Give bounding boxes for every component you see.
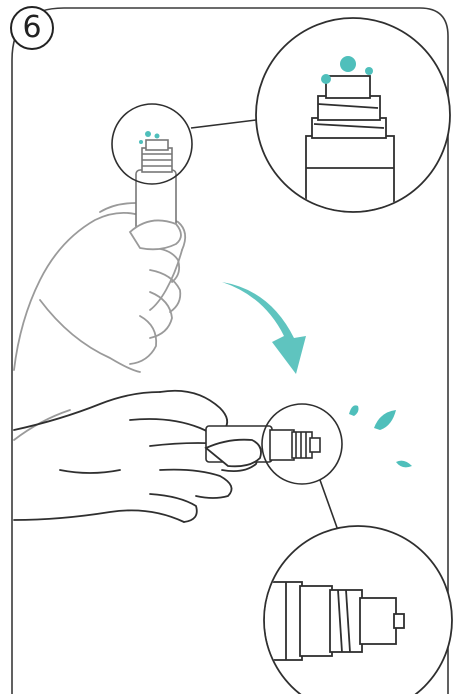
droplet-2-icon: [374, 410, 396, 430]
step-number: 6: [22, 13, 41, 43]
lower-magnifier-large: [220, 526, 452, 694]
upper-magnifier-large: [256, 18, 450, 246]
droplet-3-icon: [396, 461, 412, 468]
step-number-badge: 6: [10, 6, 54, 50]
curved-arrow-icon: [222, 282, 306, 374]
droplet-1-icon: [349, 405, 359, 416]
upper-callout-line: [191, 120, 256, 128]
